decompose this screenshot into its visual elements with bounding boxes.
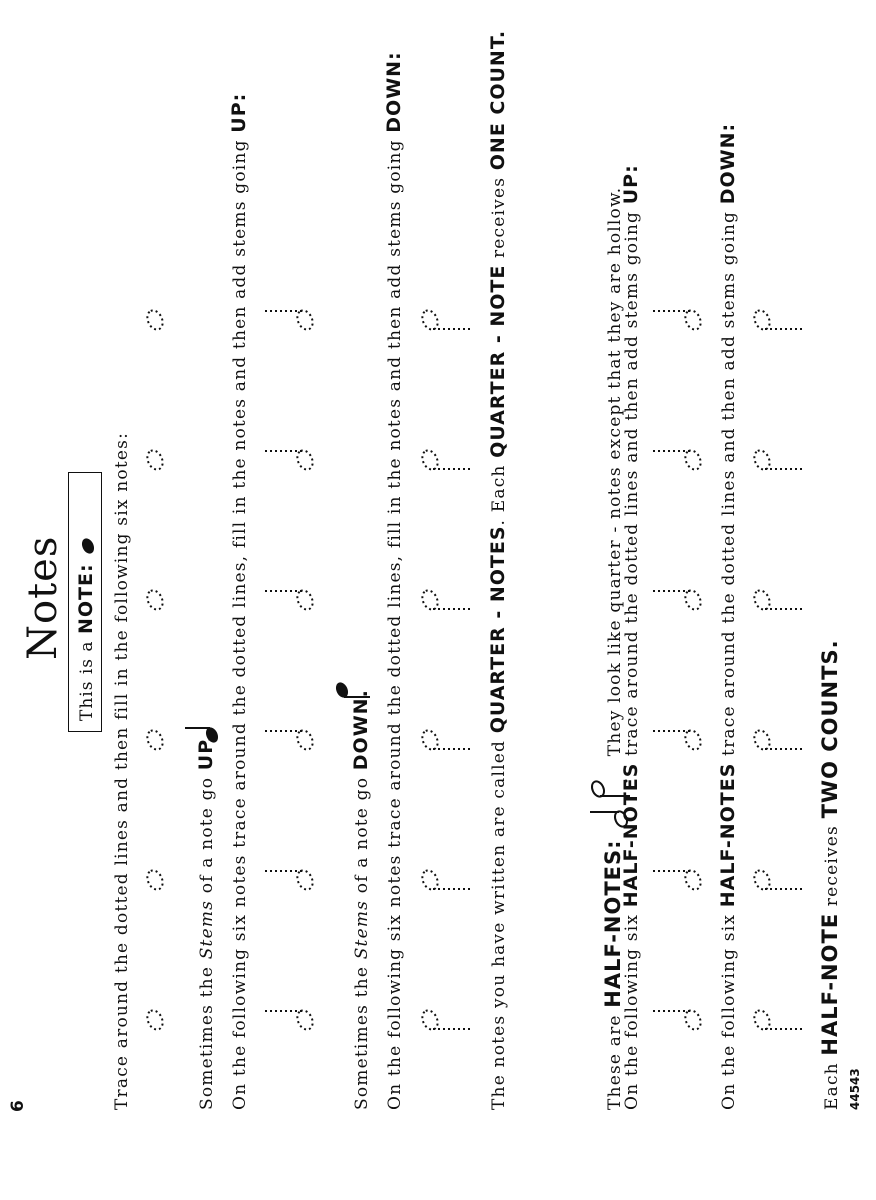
practice-half-stem-up-icon xyxy=(651,449,702,471)
practice-half-stem-down-icon xyxy=(753,729,804,751)
practice-half-stem-down-icon xyxy=(753,589,804,611)
practice-quarter-stem-down-icon xyxy=(421,449,472,471)
practice-quarter-stem-down-icon xyxy=(421,1009,472,1031)
practice-notehead-icon xyxy=(146,589,164,611)
practice-half-stem-up-icon xyxy=(651,729,702,751)
note-definition-box: This is a NOTE: xyxy=(68,472,102,732)
practice-quarter-stem-up-icon xyxy=(263,589,314,611)
filled-notehead-icon xyxy=(81,538,94,554)
practice-quarter-stem-up-icon xyxy=(263,729,314,751)
half-notes-example-icon xyxy=(590,779,630,828)
practice-half-stem-up-icon xyxy=(651,1009,702,1031)
practice-quarter-stem-down-icon xyxy=(421,309,472,331)
practice-quarter-stem-up-icon xyxy=(263,869,314,891)
practice-notehead-icon xyxy=(146,1009,164,1031)
practice-notehead-icon xyxy=(146,729,164,751)
practice-half-stem-down-icon xyxy=(753,1009,804,1031)
practice-notehead-icon xyxy=(146,309,164,331)
practice-quarter-stem-down-icon xyxy=(421,589,472,611)
practice-quarter-stem-up-icon xyxy=(263,1009,314,1031)
practice-notehead-icon xyxy=(146,869,164,891)
practice-half-stem-up-icon xyxy=(651,589,702,611)
practice-half-stem-down-icon xyxy=(753,309,804,331)
practice-half-stem-down-icon xyxy=(753,869,804,891)
half-note-sentence: These are HALF-NOTES: They look like qua… xyxy=(590,187,630,1110)
quarter-note-stem-up-icon xyxy=(185,727,219,743)
practice-quarter-stem-down-icon xyxy=(421,729,472,751)
practice-quarter-stem-up-icon xyxy=(263,309,314,331)
practice-quarter-stem-up-icon xyxy=(263,449,314,471)
practice-half-stem-down-icon xyxy=(753,449,804,471)
practice-quarter-stem-down-icon xyxy=(421,869,472,891)
quarter-note-stem-down-icon xyxy=(335,682,370,698)
practice-half-stem-up-icon xyxy=(651,869,702,891)
practice-half-stem-up-icon xyxy=(651,309,702,331)
practice-notehead-icon xyxy=(146,449,164,471)
